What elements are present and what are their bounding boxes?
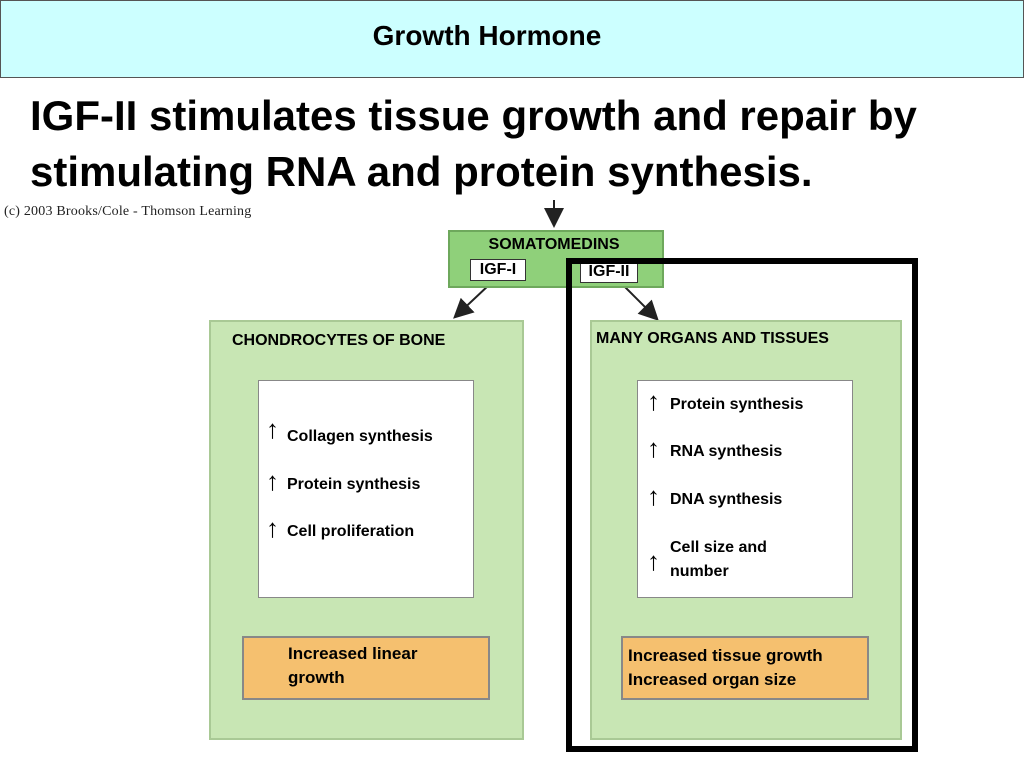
igf1-label: IGF-I	[470, 259, 526, 281]
up-arrow-icon: ↑	[647, 386, 660, 416]
up-arrow-icon: ↑	[266, 513, 279, 543]
igf2-highlight-frame	[566, 258, 918, 752]
slide-title: Growth Hormone	[372, 20, 602, 51]
up-arrow-icon: ↑	[266, 466, 279, 496]
linear-growth-outcome-box	[242, 636, 490, 700]
effect-item: DNA synthesis	[670, 491, 783, 508]
chondrocytes-effects-box	[258, 380, 474, 598]
outcome-line: Increased linear	[288, 644, 418, 663]
outcome-line: Increased organ size	[628, 670, 797, 689]
effect-item: RNA synthesis	[670, 443, 783, 460]
somatomedins-label: SOMATOMEDINS	[488, 236, 620, 253]
title-bar	[0, 0, 1024, 78]
effect-item: Collagen synthesis	[287, 428, 433, 445]
tissue-growth-outcome-box	[621, 636, 869, 700]
chondrocytes-title: CHONDROCYTES OF BONE	[232, 332, 446, 349]
up-arrow-icon: ↑	[647, 546, 660, 576]
up-arrow-icon: ↑	[647, 481, 660, 511]
arrow-to-tissues	[621, 283, 659, 321]
tissues-effects-box	[637, 380, 853, 598]
outcome-line: Increased tissue growth	[628, 646, 823, 665]
effect-item: Cell size and	[670, 539, 767, 556]
effect-item: Protein synthesis	[670, 396, 804, 413]
headline: IGF-II stimulates tissue growth and repa…	[30, 92, 917, 195]
effect-item: Cell proliferation	[287, 523, 415, 540]
arrow-to-bone	[453, 283, 491, 319]
up-arrow-icon: ↑	[647, 433, 660, 463]
effect-item: number	[670, 563, 729, 580]
tissues-title: MANY ORGANS AND TISSUES	[596, 330, 829, 347]
outcome-line: growth	[288, 668, 345, 687]
copyright-note: (c) 2003 Brooks/Cole - Thomson Learning	[4, 204, 252, 219]
igf2-label: IGF-II	[580, 261, 638, 283]
up-arrow-icon: ↑	[266, 414, 279, 444]
effect-item: Protein synthesis	[287, 476, 421, 493]
